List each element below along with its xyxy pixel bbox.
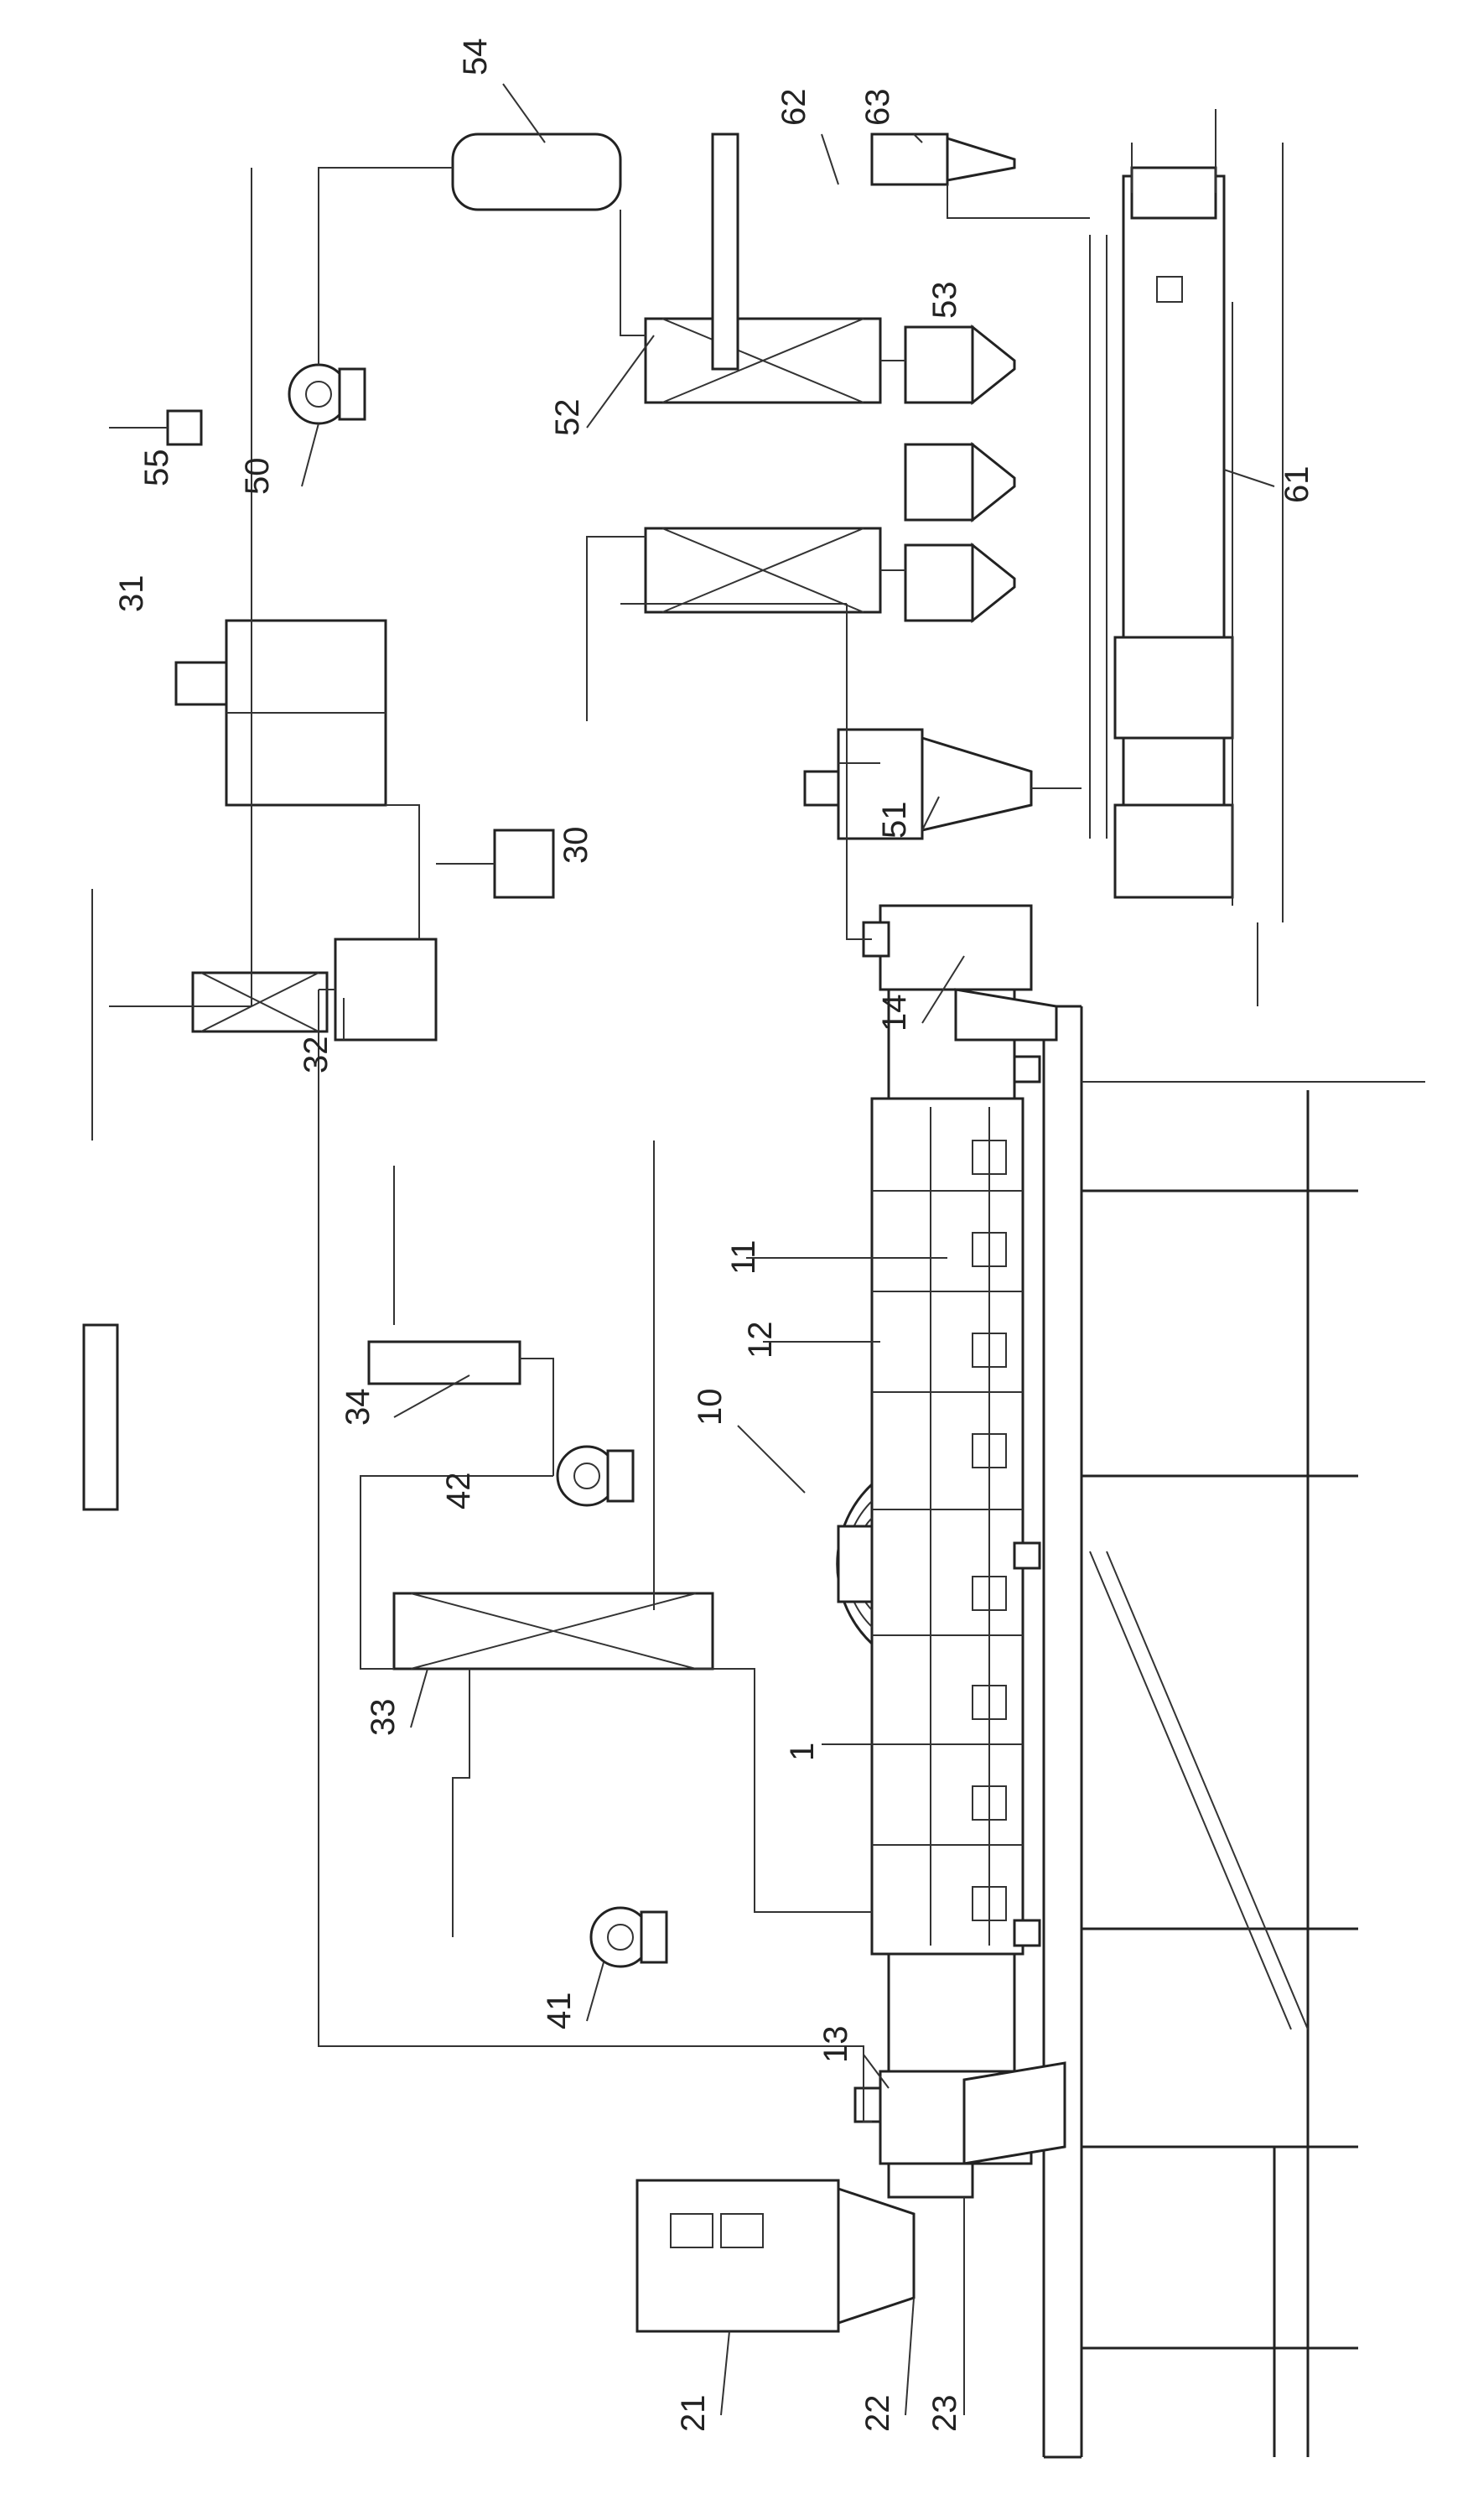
pump-41 [591, 1908, 667, 1967]
label-14: 14 [876, 995, 913, 1032]
label-41: 41 [541, 1993, 578, 2030]
scrubber-columns [646, 319, 880, 612]
rotary-kiln [872, 973, 1040, 2071]
column-32 [193, 939, 436, 1040]
support-frame [1044, 143, 1425, 2457]
label-33: 33 [365, 1699, 402, 1737]
label-22: 22 [859, 2395, 896, 2433]
condenser-34 [369, 1342, 520, 1384]
label-51: 51 [876, 802, 913, 839]
cyclone-separator [805, 730, 1031, 839]
label-31: 31 [113, 575, 150, 613]
screw-feeder-23 [889, 2164, 973, 2197]
label-23: 23 [926, 2395, 963, 2433]
label-10: 10 [692, 1389, 729, 1426]
label-12: 12 [742, 1322, 779, 1359]
label-32: 32 [298, 1037, 335, 1074]
tank-30 [495, 830, 553, 897]
column-33 [394, 1593, 713, 1669]
label-63: 63 [859, 89, 896, 127]
label-13: 13 [817, 2026, 854, 2064]
rotary-cooler [1090, 168, 1232, 906]
feed-hopper-21 [637, 2180, 914, 2331]
label-1: 1 [784, 1743, 821, 1761]
label-61: 61 [1279, 466, 1315, 504]
label-34: 34 [340, 1389, 376, 1426]
pump-42 [558, 1447, 633, 1505]
label-55: 55 [138, 449, 175, 487]
label-62: 62 [775, 89, 812, 127]
piping [92, 109, 1216, 2122]
label-21: 21 [675, 2395, 712, 2433]
label-53: 53 [926, 282, 963, 320]
settling-tanks [905, 327, 1014, 621]
pump-50 [289, 365, 365, 423]
exhaust-stack [84, 1325, 117, 1509]
label-30: 30 [558, 827, 594, 865]
reactor-31 [176, 621, 386, 805]
label-42: 42 [440, 1473, 477, 1510]
storage-tank [453, 134, 620, 210]
burner [838, 1484, 872, 1644]
label-52: 52 [549, 399, 586, 437]
label-54: 54 [457, 39, 494, 76]
kiln-feed-hood [855, 2063, 1065, 2164]
label-50: 50 [239, 458, 276, 496]
valve-55 [168, 411, 201, 444]
